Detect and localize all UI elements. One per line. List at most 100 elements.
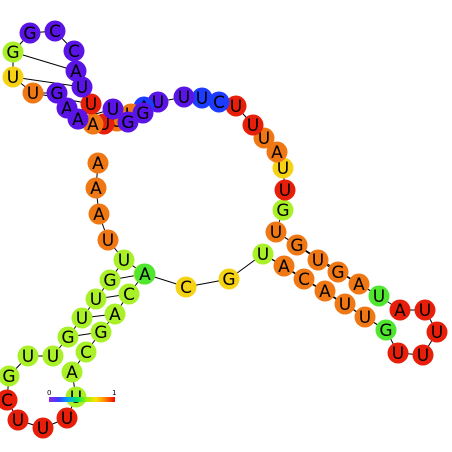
nucleotide: G bbox=[286, 234, 308, 256]
nucleotide-circle bbox=[97, 229, 119, 251]
nucleotide-base-label: G bbox=[290, 236, 303, 256]
nucleotide: A bbox=[266, 141, 288, 163]
nucleotide-base-label: A bbox=[90, 179, 102, 199]
nucleotide: A bbox=[273, 255, 295, 277]
nucleotide-circle bbox=[273, 255, 295, 277]
nucleotide-base-label: C bbox=[80, 343, 92, 363]
nucleotide-base-label: G bbox=[103, 271, 116, 291]
nucleotide-base-label: G bbox=[379, 321, 392, 341]
nucleotide: U bbox=[334, 293, 356, 315]
nucleotide-circle bbox=[85, 288, 107, 310]
nucleotide-base-label: U bbox=[196, 89, 208, 109]
nucleotide-base-label: G bbox=[136, 104, 149, 124]
base-pair-bond bbox=[12, 51, 77, 72]
nucleotide-base-label: G bbox=[50, 84, 63, 104]
nucleotide-circle bbox=[102, 98, 124, 120]
nucleotide-circle bbox=[314, 280, 336, 302]
nucleotide: G bbox=[375, 319, 397, 341]
nucleotide: U bbox=[71, 307, 93, 329]
nucleotide-circle bbox=[22, 82, 44, 104]
nucleotide: U bbox=[426, 321, 448, 343]
legend-max-label: 1 bbox=[112, 389, 116, 397]
nucleotide-base-label: U bbox=[277, 159, 289, 179]
nucleotide-base-label: U bbox=[247, 116, 259, 136]
nucleotide-base-label: A bbox=[72, 110, 84, 130]
base-pair-bond bbox=[12, 76, 83, 88]
nucleotide: U bbox=[22, 82, 44, 104]
nucleotide: A bbox=[67, 108, 89, 130]
nucleotide-circle bbox=[104, 303, 126, 325]
nucleotide: U bbox=[32, 417, 54, 439]
nucleotide-circle bbox=[65, 60, 87, 82]
nucleotide-circle bbox=[118, 283, 140, 305]
nucleotide-circle bbox=[272, 157, 294, 179]
nucleotide-base-label: U bbox=[90, 290, 102, 310]
nucleotide-base-label: U bbox=[373, 287, 385, 307]
nucleotide-base-label: U bbox=[359, 308, 371, 328]
nucleotide-base-label: A bbox=[66, 363, 78, 383]
nucleotide-base-label: A bbox=[394, 301, 406, 321]
nucleotide-circle bbox=[132, 102, 154, 124]
nucleotide: G bbox=[0, 365, 20, 387]
nucleotide-base-label: U bbox=[417, 346, 429, 366]
nucleotide-base-label: G bbox=[94, 323, 107, 343]
nucleotide-circle bbox=[46, 82, 68, 104]
nucleotide-base-label: C bbox=[298, 270, 310, 290]
nucleotide-base-label: C bbox=[123, 285, 135, 305]
nucleotide: G bbox=[19, 22, 41, 44]
nucleotide-base-label: U bbox=[37, 419, 49, 439]
nucleotide-circle bbox=[56, 407, 78, 429]
nucleotide-circle bbox=[242, 114, 264, 136]
nucleotide-base-label: U bbox=[76, 78, 88, 98]
nucleotide-circle bbox=[80, 93, 102, 115]
nucleotide-base-label: C bbox=[1, 391, 13, 411]
nucleotide-circle bbox=[426, 321, 448, 343]
nucleotide-base-label: U bbox=[85, 95, 97, 115]
nucleotide-base-label: G bbox=[222, 270, 235, 290]
nucleotide: C bbox=[63, 40, 85, 62]
nucleotide-circle bbox=[63, 40, 85, 62]
nucleotide-base-label: G bbox=[121, 113, 134, 133]
nucleotide: A bbox=[314, 280, 336, 302]
nucleotide-circle bbox=[17, 345, 39, 367]
nucleotide: G bbox=[46, 82, 68, 104]
nucleotide-circle bbox=[274, 179, 296, 201]
nucleotide-base-label: U bbox=[118, 251, 130, 271]
nucleotide-circle bbox=[354, 306, 376, 328]
nucleotide-circle bbox=[252, 243, 274, 265]
nucleotide-circle bbox=[71, 307, 93, 329]
nucleotide: A bbox=[348, 273, 370, 295]
nucleotide-base-label: G bbox=[23, 24, 36, 44]
nucleotide-base-label: A bbox=[92, 154, 104, 174]
nucleotide-base-label: U bbox=[102, 231, 114, 251]
nucleotide-circle bbox=[208, 91, 230, 113]
nucleotide-base-label: U bbox=[27, 84, 39, 104]
nucleotide: A bbox=[389, 299, 411, 321]
nucleotide: C bbox=[44, 20, 66, 42]
nucleotide: A bbox=[87, 152, 109, 174]
nucleotide: A bbox=[88, 203, 110, 225]
nucleotide-circle bbox=[42, 345, 64, 367]
nucleotide: U bbox=[354, 306, 376, 328]
nucleotide: U bbox=[274, 179, 296, 201]
nucleotide: U bbox=[56, 407, 78, 429]
nucleotide: U bbox=[102, 98, 124, 120]
nucleotide-base-label: U bbox=[270, 223, 282, 243]
nucleotide: U bbox=[307, 249, 329, 271]
nucleotide: A bbox=[104, 303, 126, 325]
nucleotide-base-label: U bbox=[7, 68, 19, 88]
nucleotide: C bbox=[0, 389, 18, 411]
nucleotide-base-label: U bbox=[257, 245, 269, 265]
nucleotide-circle bbox=[173, 86, 195, 108]
nucleotide-circle bbox=[389, 299, 411, 321]
nucleotide: U bbox=[252, 243, 274, 265]
nucleotide: G bbox=[272, 199, 294, 221]
nucleotide-circle bbox=[2, 66, 24, 88]
nucleotide-circle bbox=[348, 273, 370, 295]
nucleotide-circle bbox=[19, 22, 41, 44]
nucleotide: G bbox=[57, 326, 79, 348]
nucleotide-circle bbox=[134, 263, 156, 285]
nucleotide-base-label: U bbox=[419, 301, 431, 321]
nucleotide-base-label: U bbox=[279, 181, 291, 201]
